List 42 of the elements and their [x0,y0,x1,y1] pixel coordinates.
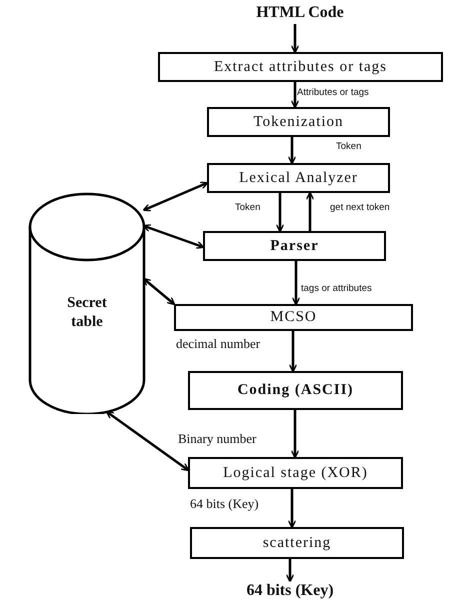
process-box [188,371,403,410]
node-label: MCSO [270,309,317,326]
process-box [207,107,390,137]
arrow [288,137,296,164]
node-label: Tokenization [253,114,344,130]
terminal-text: 64 bits (Key) [230,581,350,601]
arrow [288,489,296,528]
arrow [276,193,284,232]
arrow [290,24,300,54]
node-label: Secret table [66,294,108,332]
node-label: Extract attributes or tags [214,58,388,76]
edge-label: Token [336,142,362,152]
double-arrow [142,278,176,306]
node-label: Coding (ASCII) [237,382,354,399]
edge-label: Attributes or tags [297,88,369,98]
process-box [190,527,404,559]
double-arrow [106,410,190,472]
edge-label: get next token [330,203,390,214]
process-box [158,52,443,82]
arrow [288,331,298,372]
node-label: scattering [262,534,332,552]
node-label: Lexical Analyzer [239,170,358,186]
edge-label: 64 bits (Key) [190,497,259,512]
process-box [203,231,386,261]
arrow [292,261,300,306]
terminal-text: HTML Code [225,2,375,24]
arrow [290,82,300,108]
database-cylinder [28,192,146,414]
process-box [188,457,403,489]
arrow [286,559,294,582]
node-label: Logical stage (XOR) [223,464,368,482]
double-arrow [142,224,204,249]
edge-label: decimal number [176,337,260,352]
double-arrow [142,182,208,212]
process-box [207,163,390,193]
arrow [306,192,314,231]
edge-label: Binary number [178,432,256,446]
edge-label: Token [235,203,260,214]
node-label: Parser [270,238,319,254]
process-box [174,304,413,331]
arrow [290,410,300,458]
edge-label: tags or attributes [301,284,372,294]
